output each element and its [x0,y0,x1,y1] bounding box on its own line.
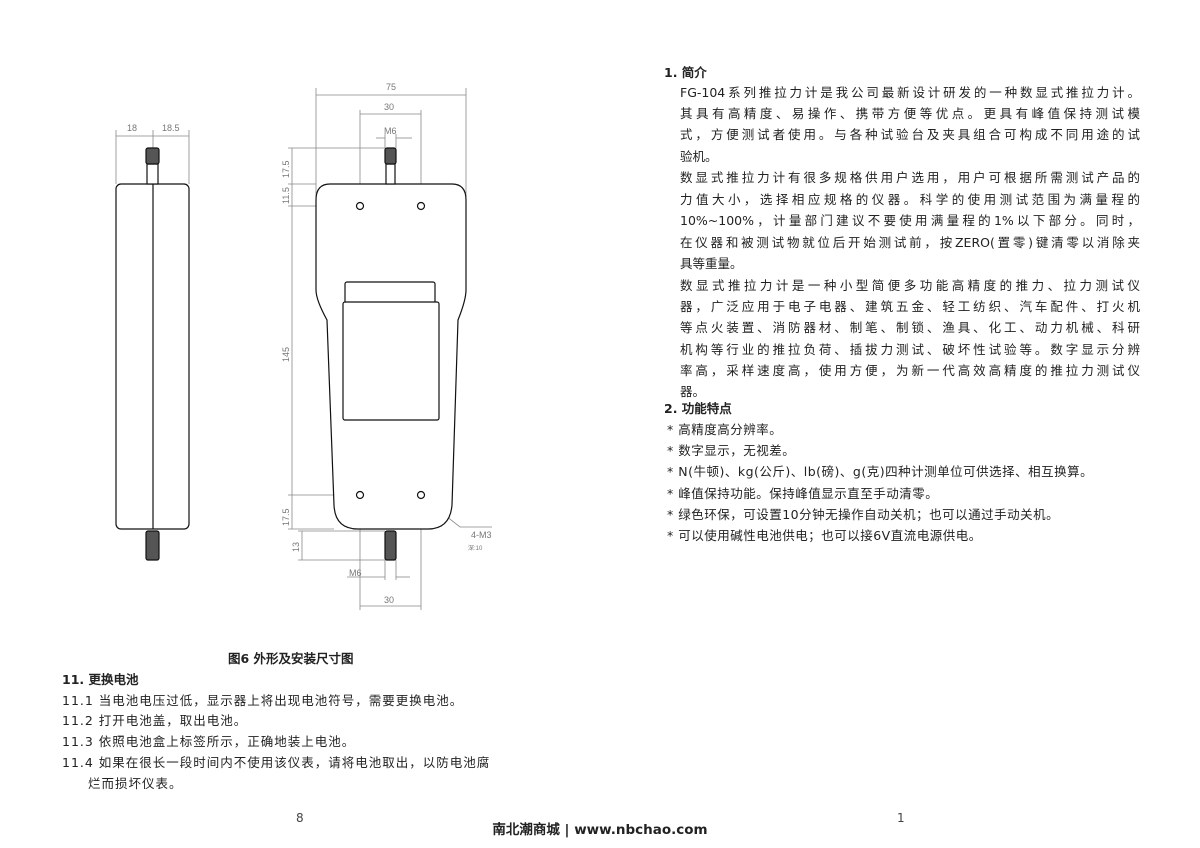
feature-item: * 高精度高分辨率。 [667,422,783,437]
text-line: 具等重量。 [680,256,743,271]
dim-label: 13 [291,542,301,552]
page-number-left: 8 [296,811,304,825]
dim-label: 18.5 [162,123,180,133]
feature-item: * 可以使用碱性电池供电；也可以接6V直流电源供电。 [667,528,982,543]
dim-label: 17.5 [281,160,291,178]
feature-item: * 数字显示，无视差。 [667,443,796,458]
dim-label: 145 [281,347,291,362]
text-line: 在仪器和被测试物就位后开始测试前，按ZERO(置零)键清零以消除夹 [680,235,1140,250]
text-line: 器，广泛应用于电子电器、建筑五金、轻工纺织、汽车配件、打火机 [680,299,1140,314]
text-line: 数显式推拉力计有很多规格供用户选用，用户可根据所需测试产品的 [680,170,1140,185]
text-line: 11.4 如果在很长一段时间内不使用该仪表，请将电池取出，以防电池腐 [62,755,491,770]
dim-label: 75 [386,82,396,92]
dim-label: M6 [384,126,397,136]
text-line: 等点火装置、消防器材、制笔、制锁、渔具、化工、动力机械、科研 [680,320,1140,335]
feature-item: * 绿色环保，可设置10分钟无操作自动关机；也可以通过手动关机。 [667,507,1060,522]
section-1-title: 1. 简介 [664,65,707,80]
text-line: 数显式推拉力计是一种小型简便多功能高精度的推力、拉力测试仪 [680,278,1140,293]
text-line: 其具有高精度、易操作、携带方便等优点。更具有峰值保持测试模 [680,106,1140,121]
feature-item: * N(牛顿)、kg(公斤)、lb(磅)、g(克)四种计测单位可供选择、相互换算… [667,464,1094,479]
text-line: 率高，采样速度高，使用方便，为新一代高效高精度的推拉力测试仪 [680,363,1140,378]
text-line: FG-104系列推拉力计是我公司最新设计研发的一种数显式推拉力计。 [680,85,1140,100]
dimension-drawing: 18 18.5 75 30 M6 17.5 11.5 145 17.5 13 M… [115,82,492,610]
dim-label: 11.5 [281,187,291,204]
dim-label: 4-M3 [471,530,492,540]
text-line: 机构等行业的推拉负荷、插拔力测试、破坏性试验等。数字显示分辨 [680,342,1140,357]
text-line: 验机。 [680,149,718,164]
section-2-title: 2. 功能特点 [664,401,732,416]
text-line: 10%~100%，计量部门建议不要使用满量程的1%以下部分。同时， [680,213,1140,228]
dim-label: 18 [127,123,137,133]
text-line: 烂而损坏仪表。 [88,776,183,791]
text-line: 11.2 打开电池盖，取出电池。 [62,713,248,728]
text-line: 11.3 依照电池盒上标签所示，正确地装上电池。 [62,734,356,749]
figure-caption: 图6 外形及安装尺寸图 [228,651,354,666]
section-11-title: 11. 更换电池 [62,672,139,687]
text-line: 11.1 当电池电压过低，显示器上将出现电池符号，需要更换电池。 [62,693,464,708]
dim-label: 30 [384,102,394,112]
dim-label: M6 [349,568,362,578]
footer-watermark: 南北潮商城 | www.nbchao.com [492,822,708,838]
dim-label: 30 [384,595,394,605]
dim-label: 17.5 [281,508,291,526]
feature-item: * 峰值保持功能。保持峰值显示直至手动清零。 [667,486,939,501]
dim-label: 深:10 [468,544,483,552]
text-line: 器。 [680,384,706,399]
text-line: 力值大小，选择相应规格的仪器。科学的使用测试范围为满量程的 [680,192,1140,207]
text-line: 式，方便测试者使用。与各种试验台及夹具组合可构成不同用途的试 [680,127,1140,142]
page-number-right: 1 [897,811,905,825]
